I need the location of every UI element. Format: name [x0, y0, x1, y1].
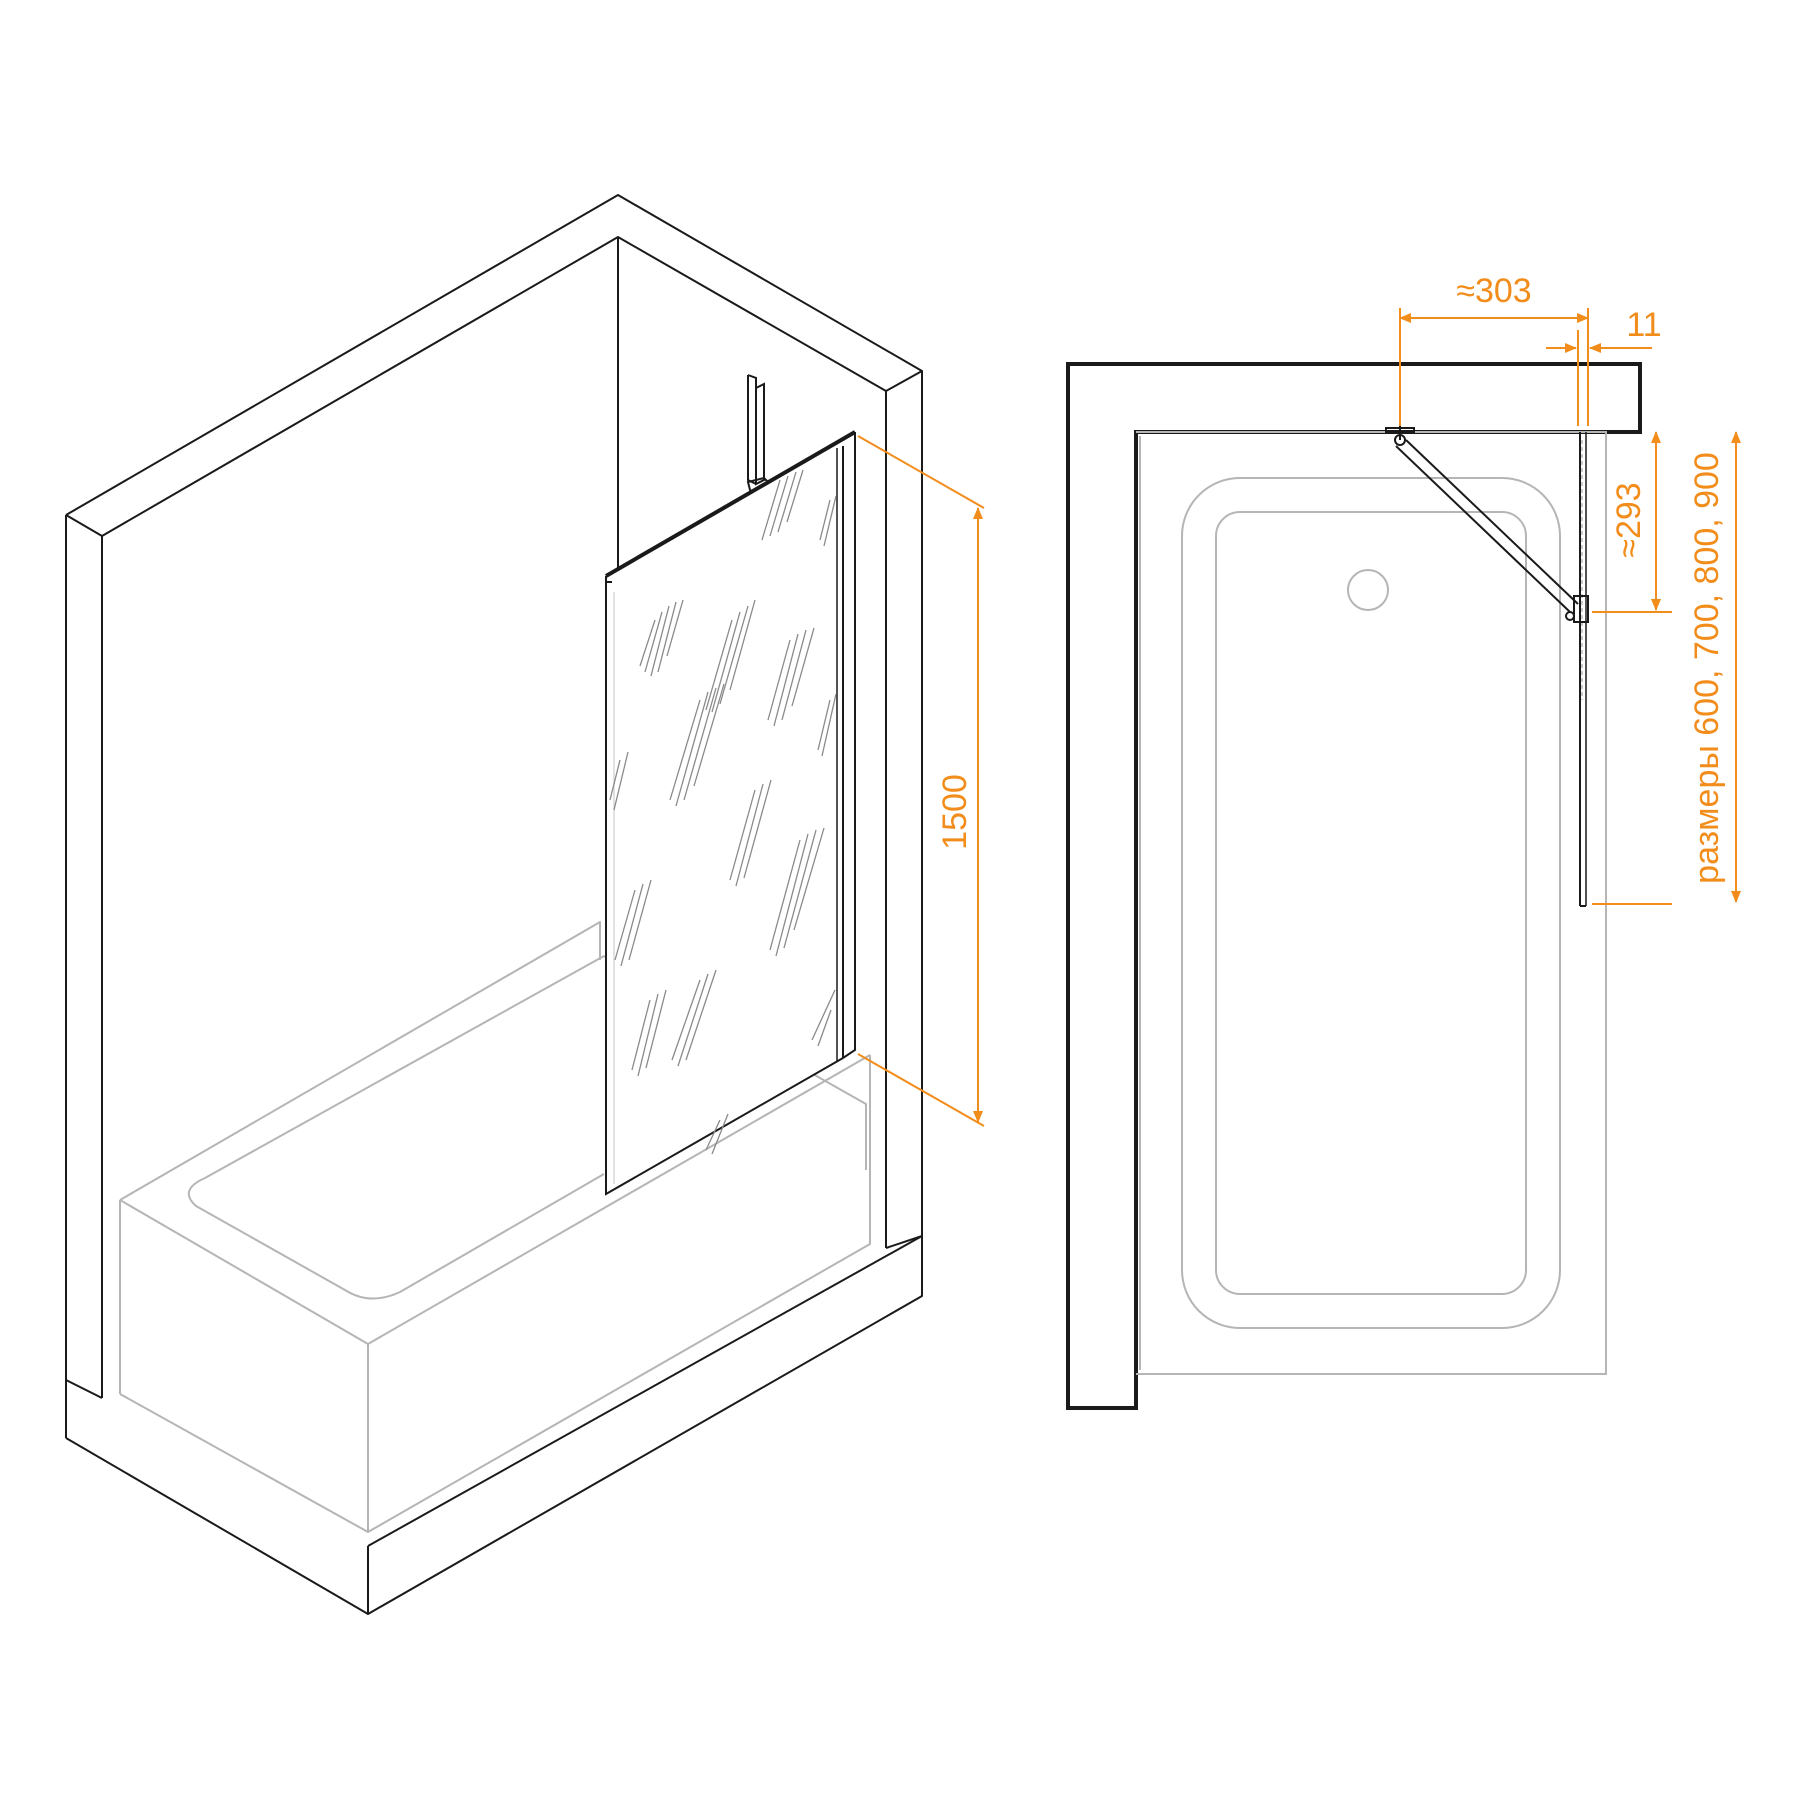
bracket-offset-dimension: ≈293 [1592, 431, 1672, 613]
glass-panel [604, 430, 857, 1196]
panel-size-dimension: размеры 600, 700, 800, 900 [1592, 431, 1741, 905]
panel-sizes-label: размеры 600, 700, 800, 900 [1688, 452, 1726, 884]
bracket-offset-label: ≈293 [1610, 482, 1648, 557]
glass-thickness-dimension: 11 [1546, 306, 1662, 426]
glass-thickness-label: 11 [1626, 306, 1661, 344]
bathtub [119, 921, 871, 1533]
dimension-extension-line-bottom [857, 1053, 985, 1127]
height-dimension: 1500 [857, 435, 985, 1127]
dimension-extension-line-top [857, 435, 985, 509]
bracket-length-label: ≈303 [1456, 272, 1531, 310]
frosted-pattern [609, 469, 837, 1155]
wall-section [1066, 362, 1642, 1410]
support-bracket-plan [1385, 424, 1589, 623]
glass-panel-plan [1579, 432, 1587, 907]
bathtub-plan [1136, 431, 1607, 1375]
ceiling-support-rod [746, 374, 774, 496]
isometric-view: 1500 [65, 194, 985, 1615]
wall-outline [65, 194, 923, 1615]
height-dimension-label: 1500 [936, 774, 974, 850]
bracket-length-dimension: ≈303 [1399, 272, 1589, 426]
plan-view: ≈303 11 ≈293 размеры 600, 700, 800, 900 [1066, 272, 1741, 1410]
drain-hole [1347, 569, 1389, 611]
